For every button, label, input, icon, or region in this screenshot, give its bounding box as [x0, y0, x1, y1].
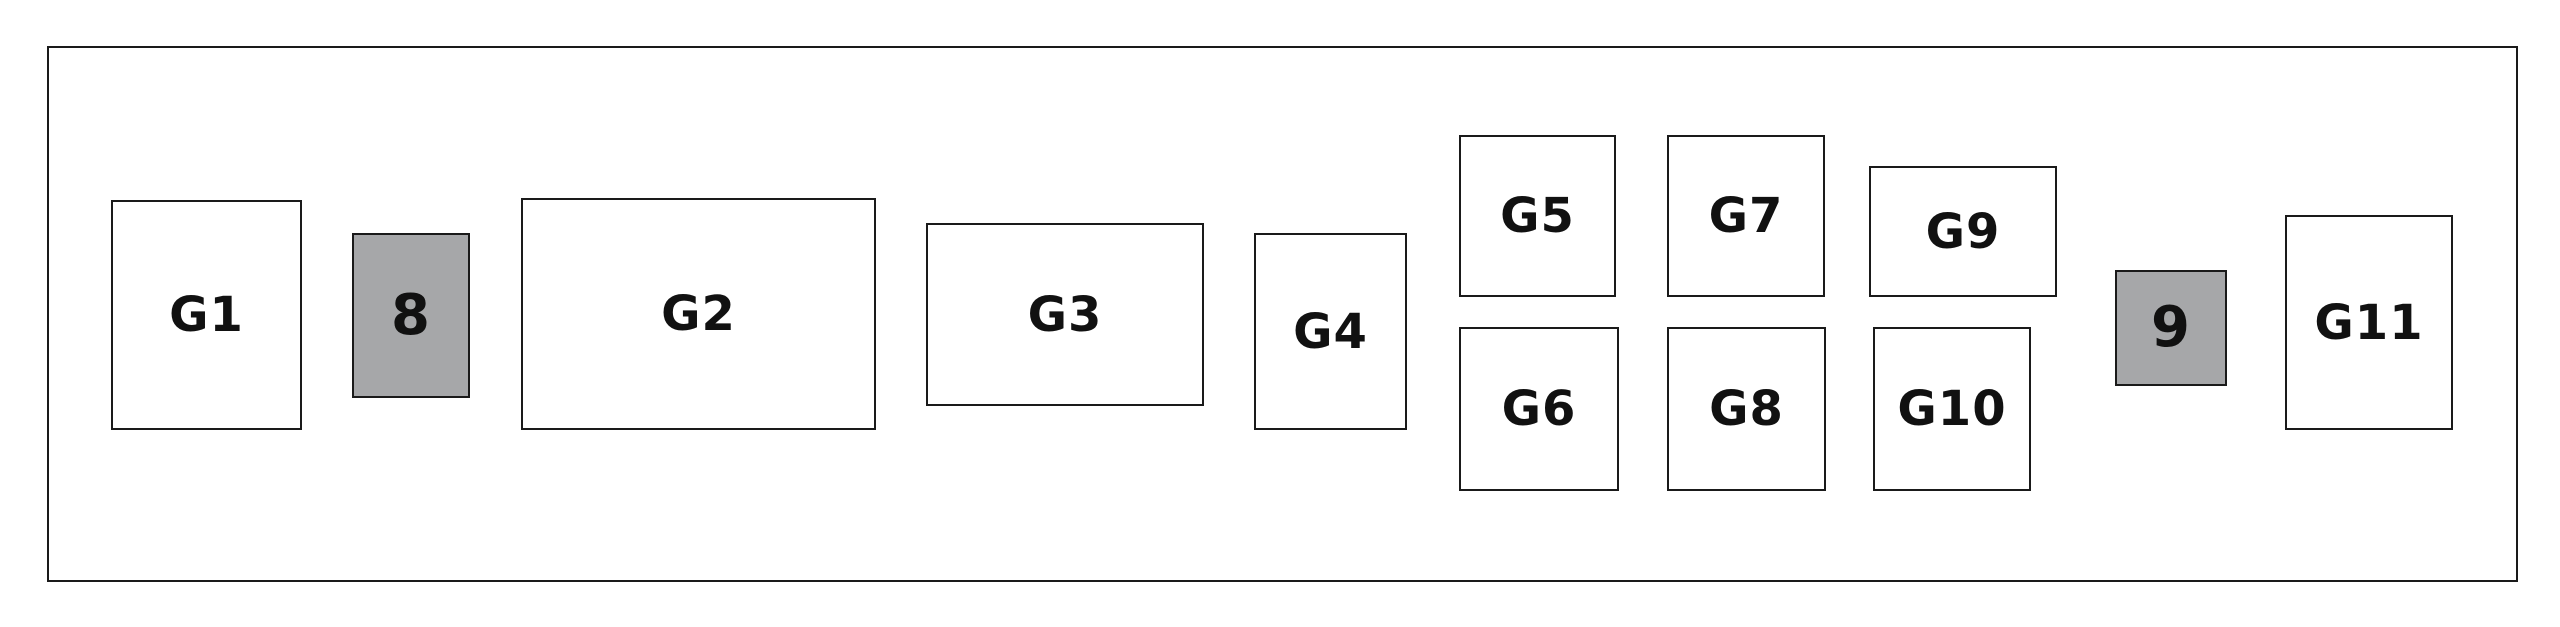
box-label-g2: G2	[661, 286, 736, 342]
box-g8: G8	[1667, 327, 1826, 491]
box-label-g1: G1	[169, 287, 244, 343]
box-label-8: 8	[391, 282, 431, 348]
box-label-g10: G10	[1897, 381, 2007, 437]
box-g1: G1	[111, 200, 302, 430]
box-9: 9	[2115, 270, 2227, 386]
box-g3: G3	[926, 223, 1204, 406]
box-label-g4: G4	[1293, 303, 1368, 360]
box-8: 8	[352, 233, 470, 398]
box-label-g6: G6	[1501, 381, 1577, 437]
box-g7: G7	[1667, 135, 1825, 297]
box-g9: G9	[1869, 166, 2057, 297]
box-g11: G11	[2285, 215, 2453, 430]
box-g6: G6	[1459, 327, 1619, 491]
box-label-9: 9	[2151, 295, 2191, 360]
box-label-g11: G11	[2314, 294, 2424, 351]
box-label-g7: G7	[1708, 188, 1784, 244]
box-label-g5: G5	[1500, 188, 1575, 244]
box-g5: G5	[1459, 135, 1616, 297]
box-g4: G4	[1254, 233, 1407, 430]
box-label-g9: G9	[1925, 203, 2001, 260]
box-g2: G2	[521, 198, 876, 430]
box-label-g8: G8	[1709, 381, 1784, 437]
box-label-g3: G3	[1027, 286, 1103, 343]
box-g10: G10	[1873, 327, 2031, 491]
